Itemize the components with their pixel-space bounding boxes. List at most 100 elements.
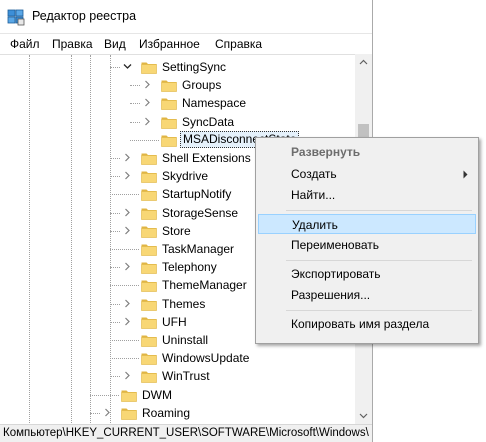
tree-node-label: Namespace	[182, 96, 247, 111]
menu-view[interactable]: Вид	[104, 37, 126, 51]
chevron-right-icon[interactable]	[123, 171, 132, 180]
chevron-right-icon[interactable]	[123, 208, 132, 217]
context-menu-item-label: Создать	[291, 166, 337, 181]
tree-node[interactable]: Namespace	[0, 94, 355, 112]
tree-connector	[90, 412, 100, 414]
chevron-right-icon[interactable]	[143, 98, 152, 107]
tree-connector	[110, 285, 139, 287]
menu-separator	[286, 209, 472, 211]
chevron-right-icon[interactable]	[123, 317, 132, 326]
tree-node-label: Groups	[182, 78, 222, 93]
tree-node-label: Skydrive	[162, 169, 209, 184]
tree-connector	[110, 230, 120, 232]
tree-node-label: DWM	[142, 387, 172, 402]
folder-icon	[141, 353, 157, 365]
tree-node[interactable]: Shell Extensions	[0, 149, 355, 167]
tree-node[interactable]: StartupNotify	[0, 185, 355, 203]
context-menu-item-label: Найти...	[291, 188, 336, 202]
folder-icon	[141, 317, 157, 329]
tree-node-label: Roaming	[142, 405, 191, 420]
tree-connector	[90, 394, 119, 396]
tree-node[interactable]: Uninstall	[0, 331, 355, 349]
tree-connector	[110, 67, 120, 68]
context-menu-item-label: Развернуть	[291, 145, 361, 159]
chevron-right-icon[interactable]	[103, 408, 112, 417]
tree-connector	[130, 121, 140, 123]
tree-node[interactable]: DWM	[0, 386, 355, 404]
tree-connector	[110, 212, 120, 214]
tree-node-label: Store	[162, 223, 191, 238]
tree-node[interactable]: Themes	[0, 295, 355, 313]
tree-node[interactable]: TaskManager	[0, 240, 355, 258]
tree-connector	[130, 103, 140, 105]
chevron-right-icon[interactable]	[123, 226, 132, 235]
tree-node[interactable]: UFH	[0, 313, 355, 331]
chevron-right-icon[interactable]	[143, 117, 152, 126]
tree-node[interactable]: WinTrust	[0, 367, 355, 385]
folder-icon	[141, 280, 157, 293]
context-menu-item[interactable]: Развернуть	[258, 142, 476, 162]
folder-icon	[141, 171, 157, 183]
chevron-down-icon[interactable]	[123, 62, 132, 71]
tree-node[interactable]: SettingSync	[0, 58, 355, 76]
registry-editor-icon	[7, 9, 25, 26]
context-menu-item-label: Удалить	[292, 217, 338, 232]
tree-node[interactable]: ThemeManager	[0, 276, 355, 294]
folder-icon	[141, 244, 157, 256]
tree-node[interactable]: SyncData	[0, 113, 355, 131]
scroll-up-icon[interactable]	[355, 54, 372, 71]
context-menu-item[interactable]: Копировать имя раздела	[258, 314, 476, 334]
tree-node[interactable]: Telephony	[0, 258, 355, 276]
folder-icon	[161, 98, 177, 111]
tree-node-label: Themes	[162, 296, 206, 311]
tree-connector	[110, 376, 120, 378]
tree-connector	[110, 194, 139, 196]
menu-file[interactable]: Файл	[10, 37, 40, 51]
folder-icon	[141, 189, 157, 202]
title-bar[interactable]: Редактор реестра	[0, 0, 372, 34]
context-menu-item[interactable]: Удалить	[258, 213, 476, 234]
tree-node[interactable]: Groups	[0, 76, 355, 94]
tree-node[interactable]: Skydrive	[0, 167, 355, 185]
scroll-down-icon[interactable]	[355, 407, 372, 424]
context-menu-item[interactable]: Создать	[258, 164, 476, 184]
folder-icon	[141, 153, 157, 165]
tree-connector	[110, 267, 120, 269]
context-menu-item[interactable]: Разрешения...	[258, 285, 476, 305]
tree-node[interactable]: WindowsUpdate	[0, 349, 355, 367]
menu-help[interactable]: Справка	[215, 37, 263, 51]
chevron-right-icon[interactable]	[143, 80, 152, 89]
menu-favorites[interactable]: Избранное	[139, 37, 200, 51]
tree-node-label: Uninstall	[162, 333, 209, 347]
tree-connector	[110, 321, 120, 323]
tree-connector	[130, 139, 159, 141]
chevron-right-icon[interactable]	[123, 262, 132, 271]
tree-connector	[110, 358, 139, 360]
context-menu-item[interactable]: Найти...	[258, 185, 476, 205]
tree-node[interactable]: Store	[0, 222, 355, 240]
tree-node-label: WindowsUpdate	[162, 351, 250, 366]
tree-node[interactable]: StorageSense	[0, 204, 355, 222]
menu-edit[interactable]: Правка	[52, 37, 93, 51]
context-menu-item[interactable]: Экспортировать	[258, 264, 476, 284]
tree-guide-line	[71, 55, 72, 425]
chevron-right-icon[interactable]	[123, 371, 132, 380]
chevron-right-icon[interactable]	[123, 299, 132, 308]
window-title: Редактор реестра	[32, 9, 137, 23]
tree-node[interactable]: Roaming	[0, 404, 355, 422]
tree-connector	[110, 158, 120, 159]
context-menu-item-label: Разрешения...	[291, 288, 371, 302]
tree-guide-line	[29, 55, 30, 425]
tree-node-label: ThemeManager	[162, 278, 247, 293]
chevron-right-icon[interactable]	[123, 153, 132, 162]
folder-icon	[121, 408, 137, 420]
status-path: Компьютер\HKEY_CURRENT_USER\SOFTWARE\Mic…	[3, 427, 369, 439]
context-menu-item[interactable]: Переименовать	[258, 235, 476, 255]
context-menu-item-label: Экспортировать	[291, 266, 381, 281]
tree-connector	[110, 176, 120, 178]
status-bar: Компьютер\HKEY_CURRENT_USER\SOFTWARE\Mic…	[0, 424, 372, 442]
menu-separator	[286, 309, 472, 311]
folder-icon	[161, 135, 177, 147]
